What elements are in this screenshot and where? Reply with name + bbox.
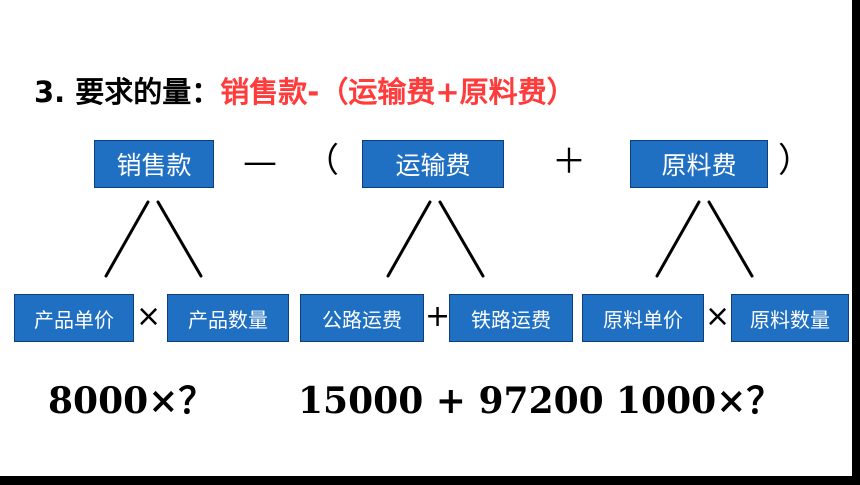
material-qty-box: 原料数量 [731, 294, 849, 342]
connector-sales-left [104, 200, 150, 278]
transport-box: 运输费 [362, 140, 504, 188]
connector-material-right [707, 200, 754, 278]
quantity-box: 产品数量 [167, 294, 289, 342]
times-sign-2: × [705, 299, 731, 334]
open-paren: （ [305, 141, 339, 181]
quantity-label: 产品数量 [188, 307, 268, 332]
heading-formula: 销售款-（运输费+原料费） [220, 75, 576, 109]
material-expression: 1000×？ [616, 380, 783, 422]
plus-sign-top: ＋ [552, 142, 586, 182]
minus-sign: — [243, 142, 277, 182]
unit-price-label: 产品单价 [34, 307, 114, 332]
sales-expression: 8000×？ [48, 380, 215, 422]
sales-label: 销售款 [116, 151, 192, 180]
heading: 3. 要求的量：销售款-（运输费+原料费） [34, 78, 576, 107]
material-qty-label: 原料数量 [750, 307, 830, 332]
transport-label: 运输费 [395, 151, 471, 180]
connector-lines [104, 200, 754, 278]
close-paren: ） [778, 141, 812, 181]
unit-price-box: 产品单价 [14, 294, 134, 342]
road-freight-label: 公路运费 [322, 307, 402, 332]
material-label: 原料费 [661, 151, 737, 180]
rail-freight-box: 铁路运费 [449, 294, 573, 342]
connector-transport-left [386, 200, 432, 278]
material-price-box: 原料单价 [582, 294, 704, 342]
sales-box: 销售款 [94, 140, 214, 188]
plus-sign-bottom: + [425, 299, 451, 334]
connector-sales-right [156, 200, 203, 278]
road-freight-box: 公路运费 [300, 294, 424, 342]
transport-expression: 15000 + 97200 [298, 380, 604, 422]
times-sign-1: × [136, 299, 162, 334]
rail-freight-label: 铁路运费 [471, 307, 551, 332]
material-price-label: 原料单价 [603, 307, 683, 332]
heading-prefix: 3. 要求的量： [34, 75, 221, 109]
slide: 3. 要求的量：销售款-（运输费+原料费） 销售款 — （ 运输费 ＋ 原料费 … [0, 0, 852, 476]
connector-material-left [655, 200, 701, 278]
connector-transport-right [438, 200, 485, 278]
material-box: 原料费 [630, 140, 768, 188]
